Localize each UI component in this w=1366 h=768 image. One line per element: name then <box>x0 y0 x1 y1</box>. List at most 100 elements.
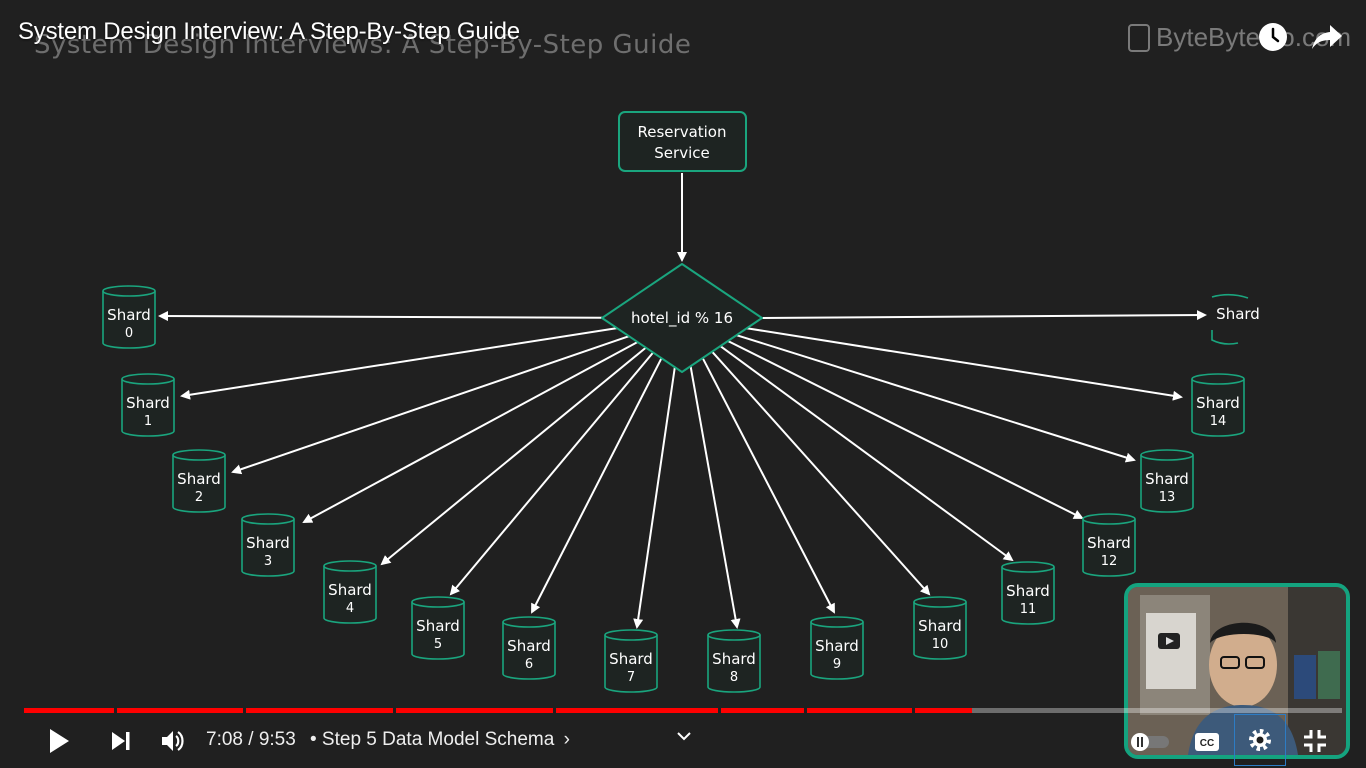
settings-icon <box>1249 729 1271 751</box>
shard-10: Shard 10 <box>913 596 967 660</box>
reservation-service-box <box>618 111 747 172</box>
shard-2: Shard 2 <box>172 449 226 513</box>
exit-fullscreen-button[interactable] <box>1300 726 1330 756</box>
chapter-divider <box>114 708 117 713</box>
router-to-shard-arrow <box>449 351 654 596</box>
shard-number: 0 <box>125 326 133 341</box>
shard-number: 10 <box>932 637 949 652</box>
router-to-shard-arrow <box>761 310 1207 321</box>
service-line2: Service <box>654 144 709 162</box>
chapter-divider <box>553 708 556 713</box>
shard-label: Shard <box>815 637 859 655</box>
exit-fullscreen-icon <box>1304 730 1326 752</box>
bytebytego-logo-icon <box>1128 23 1150 52</box>
shard-label: Shard <box>609 650 653 668</box>
router-to-shard-arrow <box>746 327 1183 401</box>
chevron-down-icon <box>677 732 691 741</box>
shard-8: Shard 8 <box>707 629 761 693</box>
shard-label: Shard <box>107 306 151 324</box>
share-icon[interactable] <box>1310 20 1344 54</box>
shard-11: Shard 11 <box>1001 561 1055 625</box>
shard-label: Shard <box>126 394 170 412</box>
router-to-shard-arrow <box>302 341 639 523</box>
shard-number: 14 <box>1210 414 1227 429</box>
router-to-shard-arrow <box>689 366 741 629</box>
shard-6: Shard 6 <box>502 616 556 680</box>
router-to-shard-arrow <box>719 345 1014 562</box>
autoplay-toggle[interactable] <box>1128 731 1172 753</box>
router-to-shard-arrow <box>380 346 647 566</box>
shard-4: Shard 4 <box>323 560 377 624</box>
next-button[interactable] <box>104 724 138 758</box>
watch-later-icon[interactable] <box>1256 20 1290 54</box>
router-to-shard-arrow <box>531 357 663 614</box>
shard-label: Shard <box>1087 534 1131 552</box>
volume-button[interactable] <box>156 724 190 758</box>
settings-button[interactable] <box>1234 714 1286 766</box>
chevron-right-icon: › <box>563 729 570 750</box>
chapter-divider <box>804 708 807 713</box>
shard-label: Shard <box>712 650 756 668</box>
shard-number: 11 <box>1020 602 1037 617</box>
shard-number: 9 <box>833 657 841 672</box>
shard-label: Shard <box>416 617 460 635</box>
shard-0: Shard 0 <box>102 285 156 349</box>
shard-label: Shard <box>246 534 290 552</box>
shard-3: Shard 3 <box>241 513 295 577</box>
shard-label: Shard <box>328 581 372 599</box>
shard-9: Shard 9 <box>810 616 864 680</box>
presenter-image <box>1128 587 1346 755</box>
volume-icon <box>162 731 184 751</box>
shard-label: Shard <box>177 470 221 488</box>
shard-14: Shard 14 <box>1191 373 1245 437</box>
next-icon <box>112 732 130 750</box>
shard-label: Shard <box>1006 582 1050 600</box>
router-to-shard-arrow <box>633 367 676 629</box>
expand-description-button[interactable] <box>672 724 696 748</box>
slide-title: System Design Interviews: A Step-By-Step… <box>34 30 692 60</box>
service-line1: Reservation <box>638 123 727 141</box>
router-to-shard-arrow <box>158 311 603 322</box>
chapter-divider <box>912 708 915 713</box>
shard-number: 6 <box>525 657 533 672</box>
shard-label: Shard <box>507 637 551 655</box>
captions-icon: CC <box>1195 733 1219 751</box>
chapter-divider <box>243 708 246 713</box>
shard-number: 12 <box>1101 554 1118 569</box>
arrows-group <box>158 310 1207 629</box>
chapter-divider <box>393 708 396 713</box>
play-icon <box>50 729 69 753</box>
video-title[interactable]: System Design Interview: A Step-By-Step … <box>18 18 520 45</box>
shard-label: Shard <box>1196 394 1240 412</box>
progress-bar[interactable] <box>24 708 1342 713</box>
shard-15-partial: Shard <box>1211 293 1260 345</box>
play-button[interactable] <box>42 724 76 758</box>
presenter-webcam <box>1124 583 1350 759</box>
shard-number: 1 <box>144 414 152 429</box>
captions-button[interactable]: CC <box>1192 728 1222 756</box>
router-to-shard-arrow <box>711 350 931 596</box>
shard-1: Shard 1 <box>121 373 175 437</box>
router-label: hotel_id % 16 <box>631 309 733 328</box>
shard-number: 7 <box>627 670 635 685</box>
progress-fill <box>24 708 973 713</box>
time-display: 7:08 / 9:53 <box>206 729 296 750</box>
shard-number: 4 <box>346 601 354 616</box>
shard-number: 2 <box>195 490 203 505</box>
shard-13: Shard 13 <box>1140 449 1194 513</box>
chapter-title[interactable]: • Step 5 Data Model Schema › <box>310 729 570 751</box>
svg-text:CC: CC <box>1200 738 1214 749</box>
shard-number: 3 <box>264 554 272 569</box>
shard-label: Shard <box>918 617 962 635</box>
shard-number: 13 <box>1159 490 1176 505</box>
shard-number: 8 <box>730 670 738 685</box>
shard-7: Shard 7 <box>604 629 658 693</box>
router-to-shard-arrow <box>736 334 1136 463</box>
router-to-shard-arrow <box>727 340 1084 519</box>
chapter-divider <box>718 708 721 713</box>
shard-label: Shard <box>1145 470 1189 488</box>
